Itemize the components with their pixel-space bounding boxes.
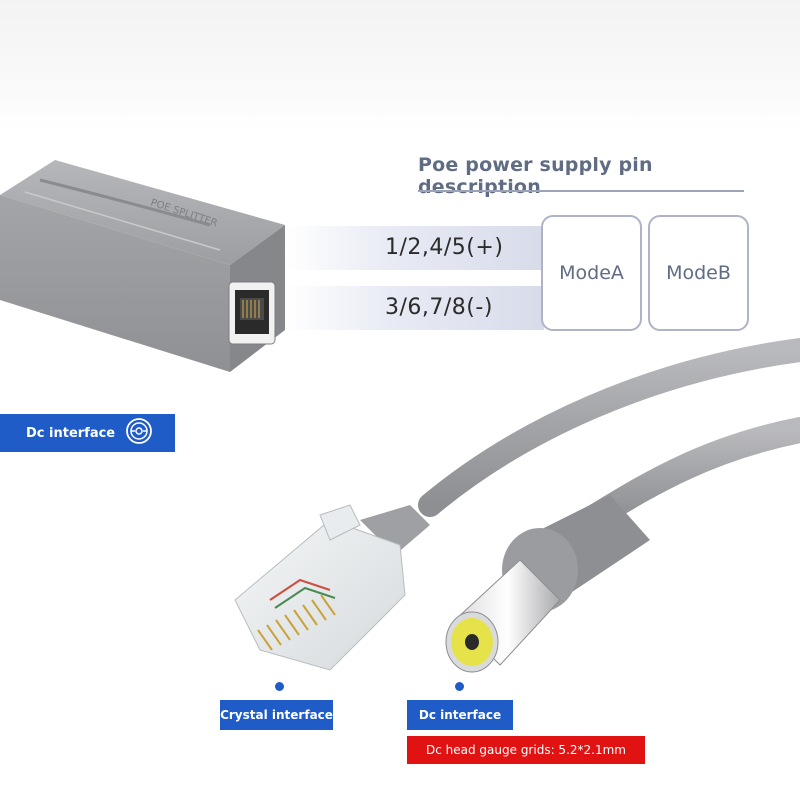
mode-a-box: ModeA bbox=[541, 215, 642, 331]
dc-plug bbox=[445, 495, 650, 673]
dc-interface-side-label: Dc interface bbox=[26, 425, 116, 441]
crystal-marker-dot bbox=[275, 682, 284, 691]
dc-interface-bottom-label: Dc interface bbox=[418, 708, 502, 722]
crystal-interface-badge: Crystal interface bbox=[220, 700, 333, 730]
dc-socket-icon bbox=[125, 417, 153, 449]
dc-head-gauge-badge: Dc head gauge grids: 5.2*2.1mm bbox=[407, 736, 645, 764]
dc-marker-dot bbox=[455, 682, 464, 691]
pin-description-title: Poe power supply pin description bbox=[418, 154, 653, 198]
pin-negative-text: 3/6,7/8(-) bbox=[385, 295, 493, 320]
mode-a-label: ModeA bbox=[559, 262, 624, 284]
pin-band-negative bbox=[286, 286, 544, 330]
dc-interface-side-badge: Dc interface bbox=[0, 414, 175, 452]
pin-band-positive bbox=[286, 226, 544, 270]
dc-head-gauge-label: Dc head gauge grids: 5.2*2.1mm bbox=[426, 743, 626, 757]
dc-interface-bottom-badge: Dc interface bbox=[407, 700, 513, 730]
rj45-crystal-plug bbox=[234, 504, 430, 671]
title-divider bbox=[418, 190, 744, 192]
background-top bbox=[0, 0, 800, 130]
mode-b-label: ModeB bbox=[666, 262, 731, 284]
pin-positive-text: 1/2,4/5(+) bbox=[385, 235, 504, 260]
cables bbox=[418, 338, 800, 533]
mode-b-box: ModeB bbox=[648, 215, 749, 331]
crystal-interface-label: Crystal interface bbox=[220, 708, 333, 722]
poe-splitter-box: POE SPLITTER bbox=[0, 160, 285, 372]
